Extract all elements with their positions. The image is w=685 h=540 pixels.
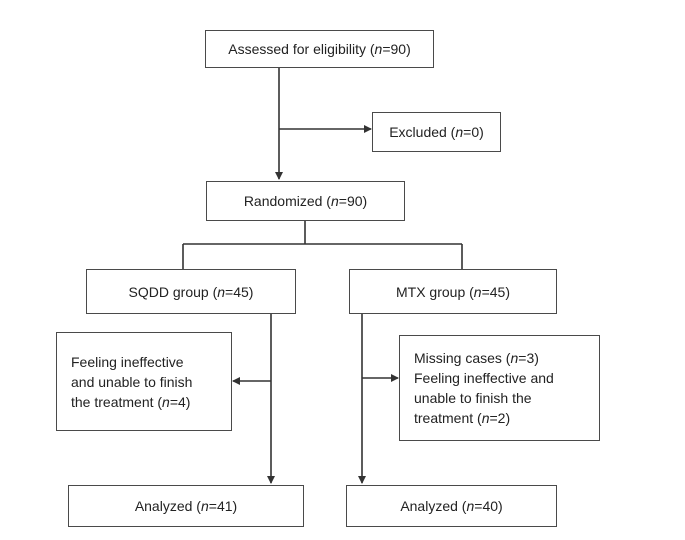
sqdd-dropout-line-2: and unable to finish: [71, 373, 193, 390]
mtx-group-box: MTX group (n=45): [349, 269, 557, 314]
sqdd-analyzed-box: Analyzed (n=41): [68, 485, 304, 527]
excluded-box: Excluded (n=0): [372, 112, 501, 152]
assessed-label: Assessed for eligibility (n=90): [228, 41, 411, 57]
sqdd-dropout-line-1: Feeling ineffective: [71, 353, 184, 370]
sqdd-analyzed-label: Analyzed (n=41): [134, 498, 238, 514]
mtx-group-label: MTX group (n=45): [395, 283, 511, 300]
mtx-dropout-box: Missing cases (n=3) Feeling ineffective …: [399, 335, 600, 441]
excluded-label: Excluded (n=0): [389, 124, 484, 140]
sqdd-group-label: SQDD group (n=45): [128, 283, 254, 300]
mtx-analyzed-box: Analyzed (n=40): [346, 485, 557, 527]
randomized-box: Randomized (n=90): [206, 181, 405, 221]
randomized-label: Randomized (n=90): [243, 193, 368, 209]
mtx-dropout-line-3: unable to finish the: [414, 390, 532, 406]
mtx-dropout-line-1: Missing cases (n=3): [414, 350, 539, 366]
assessed-box: Assessed for eligibility (n=90): [205, 30, 434, 68]
sqdd-group-box: SQDD group (n=45): [86, 269, 296, 314]
sqdd-dropout-line-3: the treatment (n=4): [71, 393, 191, 410]
mtx-dropout-line-4: treatment (n=2): [414, 410, 511, 426]
mtx-analyzed-label: Analyzed (n=40): [400, 498, 503, 514]
mtx-dropout-line-2: Feeling ineffective and: [414, 370, 554, 386]
sqdd-dropout-box: Feeling ineffective and unable to finish…: [56, 332, 232, 431]
